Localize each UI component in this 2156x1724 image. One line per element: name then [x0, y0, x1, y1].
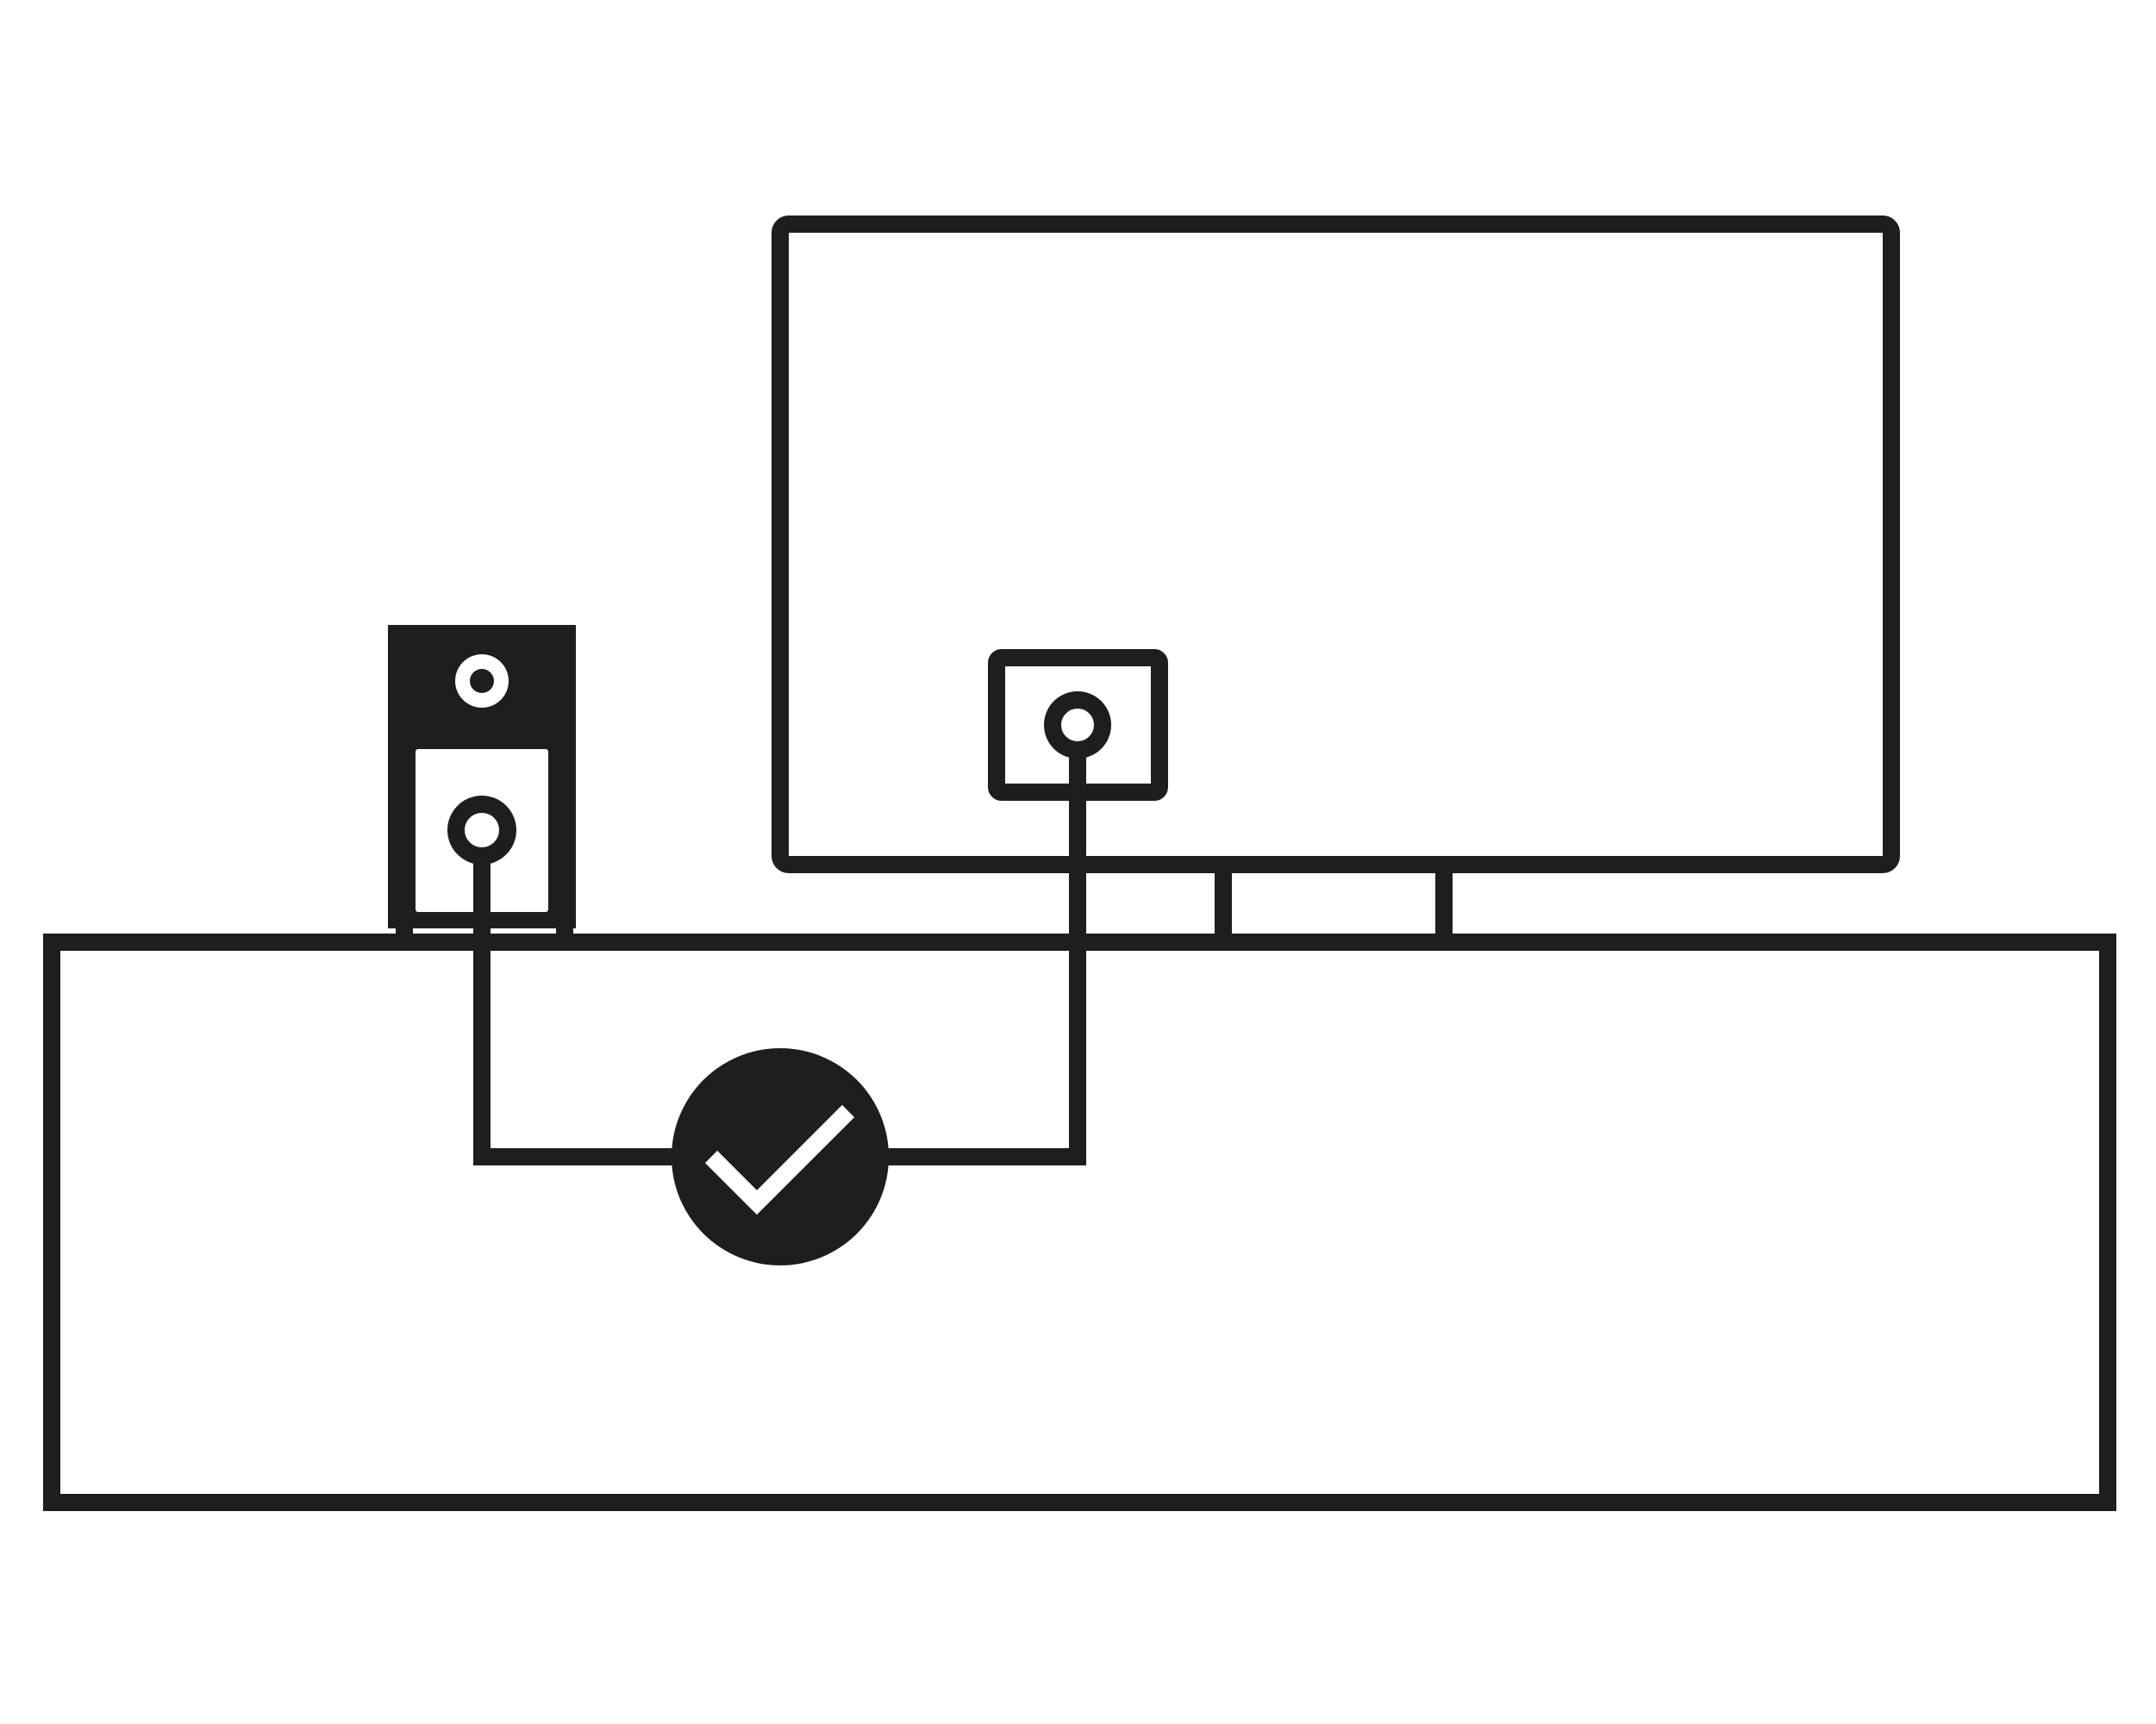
checkmark-icon	[704, 1104, 855, 1215]
status-indicator	[672, 1048, 889, 1265]
tv-screen	[772, 216, 1900, 873]
speaker-tweeter-center	[470, 669, 494, 693]
tv-port-jack-icon	[1044, 691, 1111, 759]
speaker-jack-icon	[447, 796, 516, 865]
